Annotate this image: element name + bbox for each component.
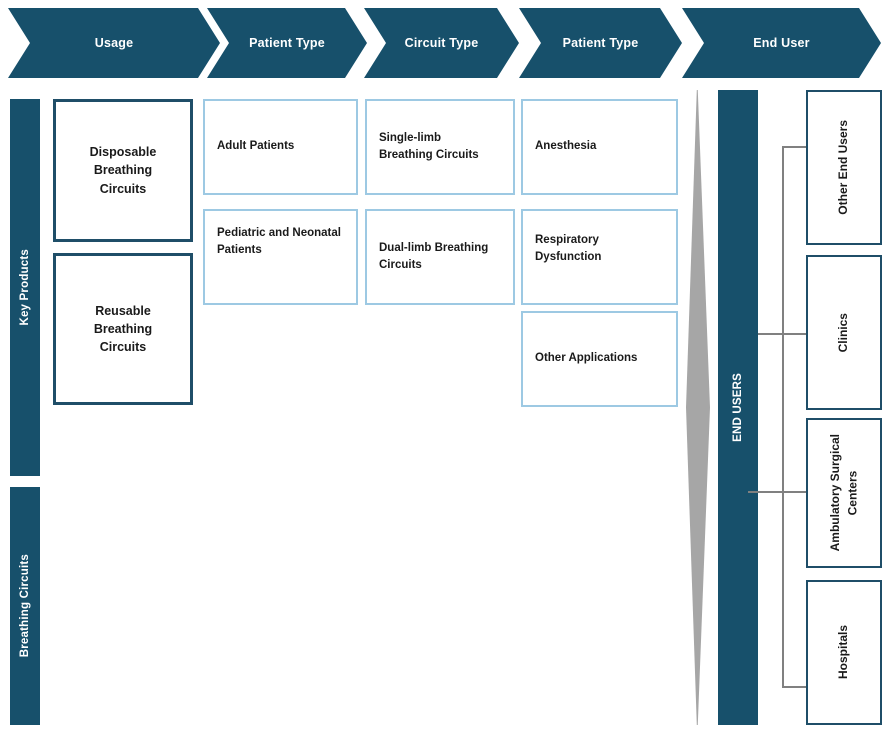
connector-branch-other-end-users bbox=[782, 146, 806, 148]
sidebar-bar-breathing-circuits[interactable]: Breathing Circuits bbox=[10, 487, 40, 725]
patient-type-box-adult-label: Adult Patients bbox=[217, 140, 295, 153]
end-user-box-clinics-label: Clinics bbox=[836, 312, 851, 353]
chevron-end-user-label: End User bbox=[753, 36, 810, 50]
end-users-bar-label: END USERS bbox=[732, 373, 744, 442]
application-box-other-applications-label: Other Applications bbox=[535, 352, 638, 365]
patient-type-box-pediatric[interactable]: Pediatric and Neonatal Patients bbox=[203, 209, 358, 305]
application-box-other-applications[interactable]: Other Applications bbox=[521, 311, 678, 407]
funnel-shape bbox=[686, 90, 710, 725]
chevron-end-user[interactable]: End User bbox=[682, 8, 881, 78]
patient-type-box-pediatric-label: Pediatric and Neonatal Patients bbox=[217, 227, 341, 257]
usage-box-reusable[interactable]: Reusable Breathing Circuits bbox=[53, 253, 193, 405]
end-user-box-ambulatory-surgical-centers[interactable]: Ambulatory Surgical Centers bbox=[806, 418, 882, 568]
chevron-patient-type-2[interactable]: Patient Type bbox=[519, 8, 682, 78]
application-box-respiratory-dysfunction-label: Respiratory Dysfunction bbox=[535, 234, 602, 264]
end-user-box-other-end-users-label: Other End Users bbox=[836, 120, 851, 215]
application-box-anesthesia[interactable]: Anesthesia bbox=[521, 99, 678, 195]
end-user-box-ambulatory-surgical-centers-label: Ambulatory Surgical Centers bbox=[827, 434, 859, 552]
circuit-type-box-dual-limb[interactable]: Dual-limb Breathing Circuits bbox=[365, 209, 515, 305]
patient-type-box-adult[interactable]: Adult Patients bbox=[203, 99, 358, 195]
end-user-box-hospitals[interactable]: Hospitals bbox=[806, 580, 882, 725]
chevron-patient-type-2-label: Patient Type bbox=[562, 36, 639, 50]
usage-box-reusable-label: Reusable Breathing Circuits bbox=[93, 303, 153, 355]
connector-branch-clinics bbox=[758, 333, 806, 335]
chevron-usage[interactable]: Usage bbox=[8, 8, 220, 78]
connector-branch-ambulatory-surgical-centers bbox=[748, 491, 806, 493]
sidebar-bar-breathing-circuits-label: Breathing Circuits bbox=[19, 554, 31, 658]
chevron-circuit-type-label: Circuit Type bbox=[404, 36, 479, 50]
end-user-box-hospitals-label: Hospitals bbox=[836, 625, 851, 680]
chevron-patient-type-1-label: Patient Type bbox=[249, 36, 325, 50]
circuit-type-box-single-limb-label: Single-limb Breathing Circuits bbox=[379, 131, 479, 161]
chevron-usage-label: Usage bbox=[94, 36, 134, 50]
end-user-box-clinics[interactable]: Clinics bbox=[806, 255, 882, 410]
usage-box-disposable-label: Disposable Breathing Circuits bbox=[89, 145, 157, 196]
circuit-type-box-single-limb[interactable]: Single-limb Breathing Circuits bbox=[365, 99, 515, 195]
connector-branch-hospitals bbox=[782, 686, 806, 688]
connector-trunk bbox=[782, 146, 784, 687]
usage-box-disposable[interactable]: Disposable Breathing Circuits bbox=[53, 99, 193, 242]
chevron-patient-type-1[interactable]: Patient Type bbox=[207, 8, 367, 78]
application-box-anesthesia-label: Anesthesia bbox=[535, 140, 597, 153]
end-users-bar[interactable]: END USERS bbox=[718, 90, 758, 725]
sidebar-bar-key-products-label: Key Products bbox=[19, 249, 31, 326]
application-box-respiratory-dysfunction[interactable]: Respiratory Dysfunction bbox=[521, 209, 678, 305]
end-user-box-other-end-users[interactable]: Other End Users bbox=[806, 90, 882, 245]
circuit-type-box-dual-limb-label: Dual-limb Breathing Circuits bbox=[379, 241, 489, 271]
chevron-circuit-type[interactable]: Circuit Type bbox=[364, 8, 519, 78]
sidebar-bar-key-products[interactable]: Key Products bbox=[10, 99, 40, 476]
